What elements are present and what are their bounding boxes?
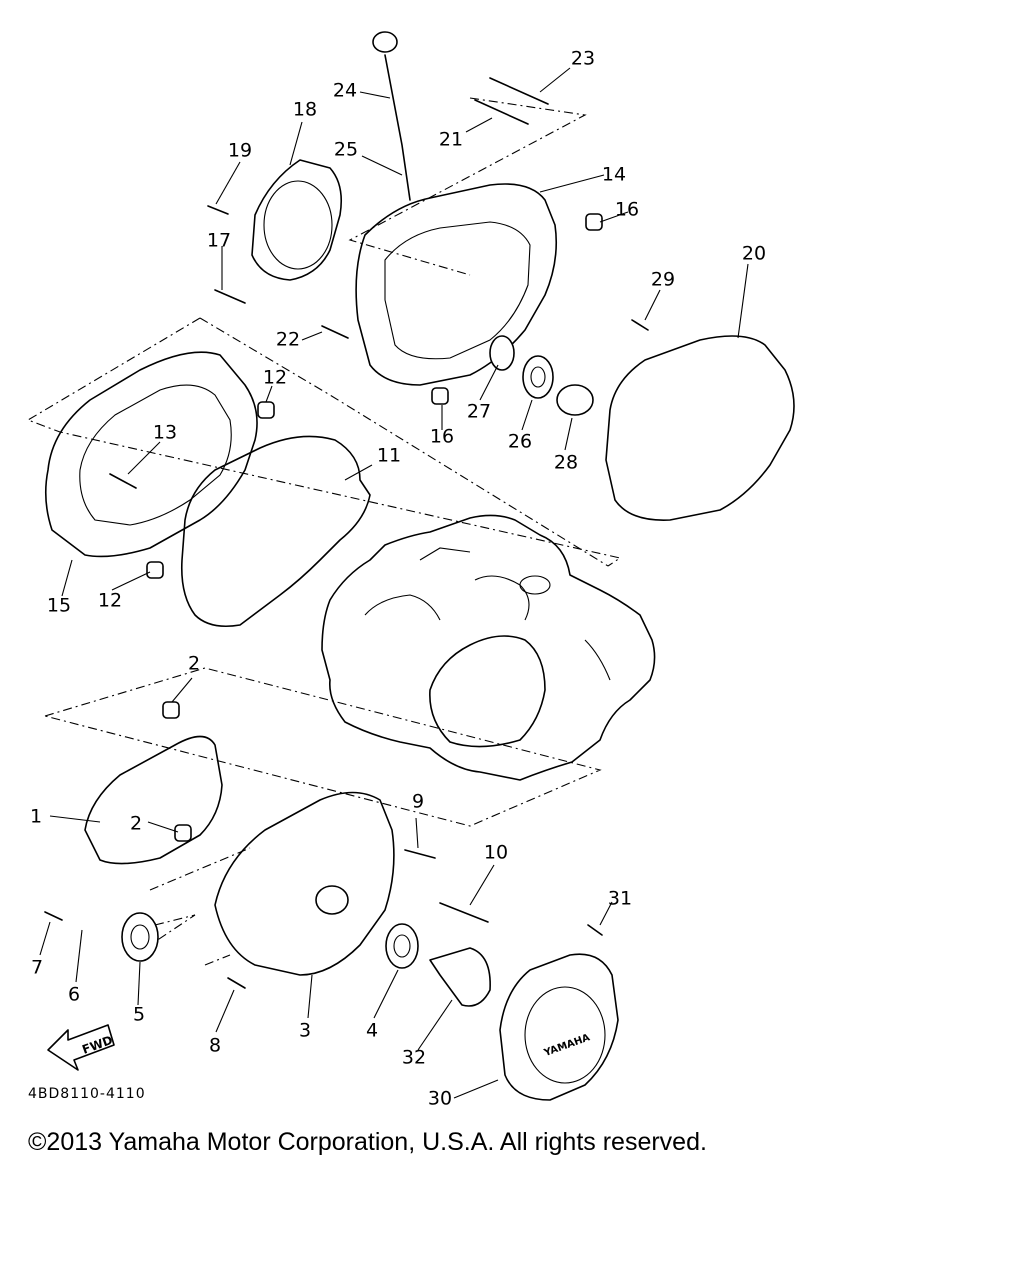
plate-28 <box>556 384 594 416</box>
callout-6: 6 <box>67 983 81 1006</box>
bolts <box>44 77 649 989</box>
oil-seal-4 <box>385 923 419 969</box>
dowel-2a <box>162 701 180 719</box>
engine-crankcase <box>321 514 656 781</box>
cover-brand-mark: YAMAHA <box>542 1032 592 1059</box>
callout-12: 12 <box>97 589 123 612</box>
callout-14: 14 <box>601 163 627 186</box>
dowel-12b <box>146 561 164 579</box>
bearing-26 <box>522 355 554 399</box>
callout-1: 1 <box>29 805 43 828</box>
callout-16: 16 <box>429 425 455 448</box>
assembly-outline-upper <box>26 97 622 567</box>
callout-12: 12 <box>262 366 288 389</box>
callout-22: 22 <box>275 328 301 351</box>
crankcase-cover-15 <box>44 351 258 558</box>
callout-11: 11 <box>376 444 402 467</box>
collar-32 <box>429 947 491 1007</box>
dipstick-24 <box>384 54 411 201</box>
callout-30: 30 <box>427 1087 453 1110</box>
callout-19: 19 <box>227 139 253 162</box>
crankcase-cover-14 <box>355 183 558 386</box>
callout-24: 24 <box>332 79 358 102</box>
callout-15: 15 <box>46 594 72 617</box>
leader-lines <box>39 67 749 1099</box>
callout-25: 25 <box>333 138 359 161</box>
callout-23: 23 <box>570 47 596 70</box>
dowel-2b <box>174 824 192 842</box>
oil-seal-27 <box>489 335 515 371</box>
diagram-code: 4BD8110-4110 <box>28 1086 146 1102</box>
callout-4: 4 <box>365 1019 379 1042</box>
callout-2: 2 <box>129 812 143 835</box>
callout-31: 31 <box>607 887 633 910</box>
callout-10: 10 <box>483 841 509 864</box>
exploded-parts-diagram: FWD YAMAHA <box>26 31 795 1101</box>
gasket-11 <box>180 435 371 628</box>
callout-32: 32 <box>401 1046 427 1069</box>
callout-9: 9 <box>411 790 425 813</box>
assembly-outline-lower <box>44 667 602 966</box>
callout-26: 26 <box>507 430 533 453</box>
callout-17: 17 <box>206 229 232 252</box>
callout-2: 2 <box>187 652 201 675</box>
callout-20: 20 <box>741 242 767 265</box>
callout-27: 27 <box>466 400 492 423</box>
gasket-1 <box>84 735 223 865</box>
dowel-16a <box>585 213 603 231</box>
fwd-arrow-icon: FWD <box>47 1024 115 1071</box>
callout-29: 29 <box>650 268 676 291</box>
copyright-notice: ©2013 Yamaha Motor Corporation, U.S.A. A… <box>28 1128 707 1156</box>
callout-18: 18 <box>292 98 318 121</box>
callout-13: 13 <box>152 421 178 444</box>
gasket-20 <box>605 335 795 521</box>
callout-7: 7 <box>30 956 44 979</box>
oil-seal-5 <box>121 912 159 962</box>
callout-3: 3 <box>298 1019 312 1042</box>
callout-28: 28 <box>553 451 579 474</box>
cover-plate-18 <box>251 159 343 281</box>
callout-21: 21 <box>438 128 464 151</box>
dowel-16b <box>431 387 449 405</box>
callout-8: 8 <box>208 1034 222 1057</box>
callout-16: 16 <box>614 198 640 221</box>
crankcase-cover-3 <box>214 791 395 976</box>
dowel-12a <box>257 401 275 419</box>
callout-5: 5 <box>132 1003 146 1026</box>
generator-cover-30 <box>499 953 619 1101</box>
